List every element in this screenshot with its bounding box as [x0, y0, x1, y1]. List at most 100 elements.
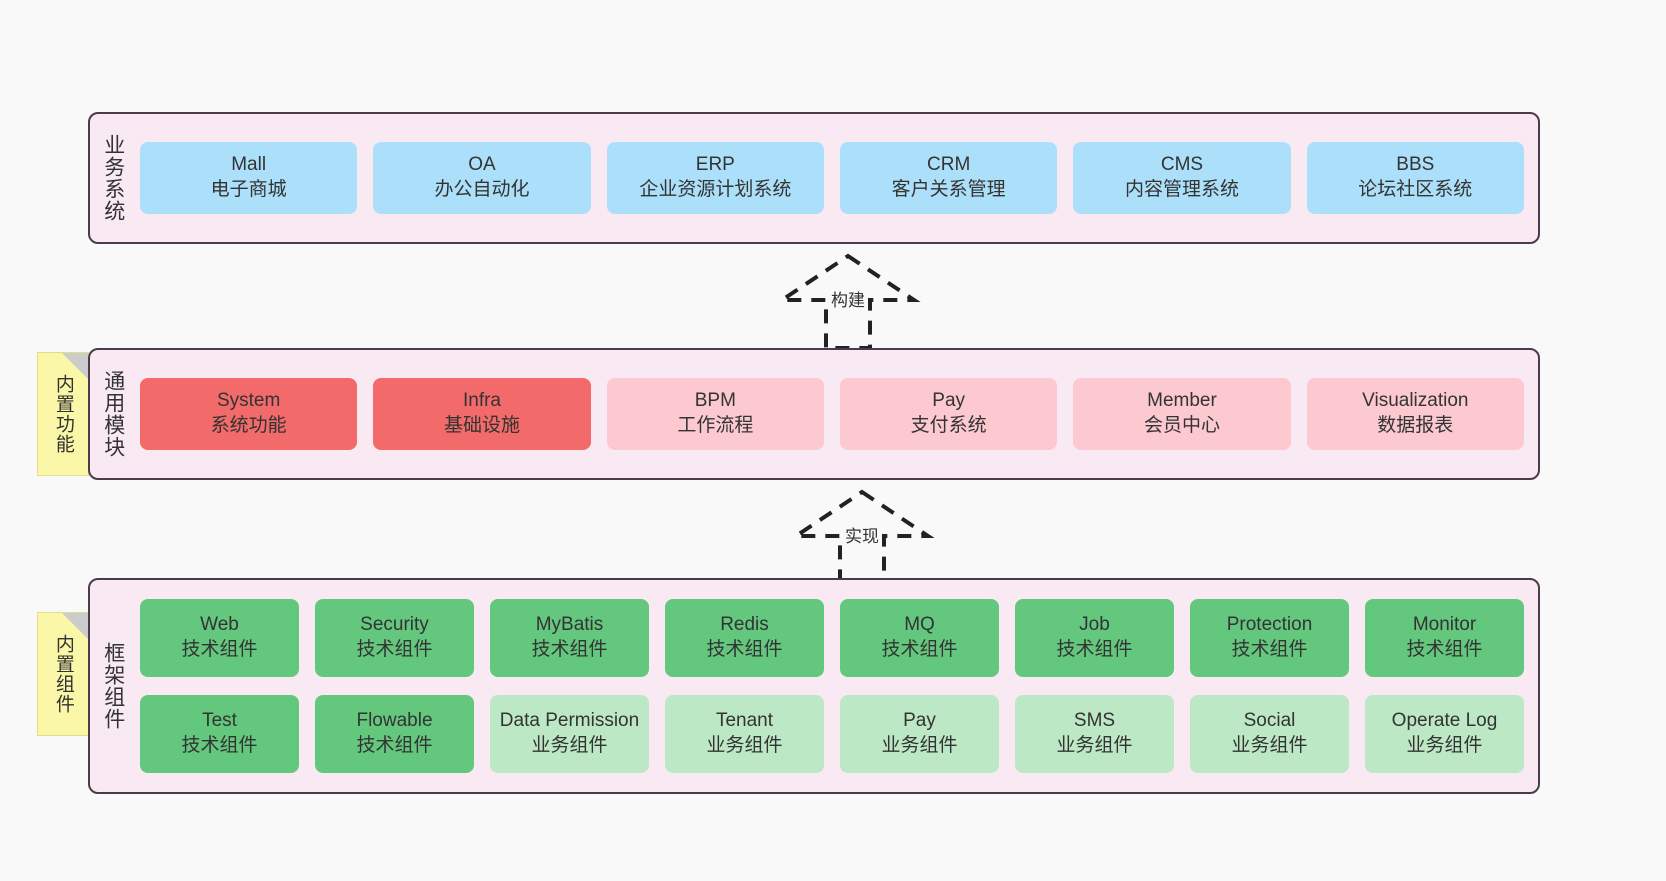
module-card-title: Member: [1147, 390, 1217, 412]
module-card-title: CRM: [927, 154, 971, 176]
module-card-title: ERP: [695, 154, 735, 176]
module-card-monitor[interactable]: Monitor 技术组件: [1365, 599, 1524, 677]
note-builtin-component: 内置组件: [37, 612, 89, 736]
layer-business-system-row: Mall 电子商城 OA 办公自动化 ERP 企业资源计划系统 CRM 客户关系…: [140, 142, 1524, 214]
module-card-crm[interactable]: CRM 客户关系管理: [839, 142, 1058, 214]
module-card-subtitle: 基础设施: [443, 415, 520, 436]
connector-realize-label: 实现: [845, 527, 879, 546]
module-card-social[interactable]: Social 业务组件: [1190, 695, 1349, 773]
module-card-operate-log[interactable]: Operate Log 业务组件: [1365, 695, 1524, 773]
module-card-flowable[interactable]: Flowable 技术组件: [315, 695, 474, 773]
module-card-subtitle: 办公自动化: [434, 179, 530, 200]
module-card-job[interactable]: Job 技术组件: [1015, 599, 1174, 677]
module-card-protection[interactable]: Protection 技术组件: [1190, 599, 1349, 677]
module-card-subtitle: 数据报表: [1377, 415, 1454, 436]
module-card-mybatis[interactable]: MyBatis 技术组件: [490, 599, 649, 677]
module-card-subtitle: 技术组件: [181, 639, 258, 660]
module-card-title: MQ: [904, 614, 935, 636]
module-card-pay-business[interactable]: Pay 业务组件: [840, 695, 999, 773]
module-card-bpm[interactable]: BPM 工作流程: [606, 378, 824, 450]
module-card-title: Redis: [720, 614, 769, 636]
connector-realize: 实现: [772, 488, 952, 588]
module-card-security[interactable]: Security 技术组件: [315, 599, 474, 677]
module-card-data-permission[interactable]: Data Permission 业务组件: [490, 695, 649, 773]
module-card-title: Web: [200, 614, 239, 636]
module-card-subtitle: 技术组件: [881, 639, 958, 660]
module-card-title: MyBatis: [535, 614, 604, 636]
module-card-system[interactable]: System 系统功能: [140, 378, 358, 450]
module-card-title: Flowable: [356, 710, 433, 732]
module-card-infra[interactable]: Infra 基础设施: [373, 378, 591, 450]
note-builtin-feature-label: 内置功能: [52, 374, 74, 454]
connector-build-label: 构建: [831, 291, 865, 310]
module-card-title: Visualization: [1362, 390, 1469, 412]
module-card-subtitle: 业务组件: [1231, 735, 1308, 756]
module-card-erp[interactable]: ERP 企业资源计划系统: [606, 142, 824, 214]
module-card-subtitle: 论坛社区系统: [1358, 179, 1473, 200]
module-card-subtitle: 内容管理系统: [1124, 179, 1239, 200]
module-card-title: Tenant: [715, 710, 774, 732]
module-card-redis[interactable]: Redis 技术组件: [665, 599, 824, 677]
note-builtin-feature: 内置功能: [37, 352, 89, 476]
module-card-subtitle: 技术组件: [1231, 639, 1308, 660]
module-card-title: Pay: [932, 390, 966, 412]
layer-framework-component-row-business: Test 技术组件 Flowable 技术组件 Data Permission …: [140, 695, 1524, 773]
layer-framework-component: 框架组件 Web 技术组件 Security 技术组件 MyBatis 技术组件…: [88, 578, 1540, 794]
module-card-title: Infra: [462, 390, 501, 412]
layer-framework-component-label: 框架组件: [101, 642, 125, 730]
module-card-subtitle: 企业资源计划系统: [639, 179, 792, 200]
layer-business-system-body: Mall 电子商城 OA 办公自动化 ERP 企业资源计划系统 CRM 客户关系…: [136, 114, 1538, 242]
module-card-subtitle: 客户关系管理: [891, 179, 1006, 200]
module-card-sms[interactable]: SMS 业务组件: [1015, 695, 1174, 773]
module-card-title: Mall: [231, 154, 267, 176]
layer-common-module-body: System 系统功能 Infra 基础设施 BPM 工作流程 Pay 支付系统…: [136, 350, 1538, 478]
module-card-title: Job: [1079, 614, 1110, 636]
module-card-title: Security: [360, 614, 429, 636]
module-card-title: Protection: [1226, 614, 1313, 636]
module-card-subtitle: 技术组件: [356, 735, 433, 756]
module-card-title: CMS: [1160, 154, 1204, 176]
module-card-subtitle: 业务组件: [531, 735, 608, 756]
module-card-title: Monitor: [1412, 614, 1477, 636]
module-card-oa[interactable]: OA 办公自动化: [373, 142, 591, 214]
layer-common-module-label: 通用模块: [101, 370, 125, 458]
module-card-subtitle: 技术组件: [531, 639, 608, 660]
note-fold-corner-icon: [62, 353, 88, 379]
module-card-title: BPM: [694, 390, 736, 412]
module-card-pay[interactable]: Pay 支付系统: [839, 378, 1058, 450]
module-card-subtitle: 业务组件: [706, 735, 783, 756]
note-fold-corner-icon: [62, 613, 88, 639]
layer-business-system: 业务系统 Mall 电子商城 OA 办公自动化 ERP 企业资源计划系统 CRM…: [88, 112, 1540, 244]
module-card-title: Pay: [903, 710, 936, 732]
module-card-cms[interactable]: CMS 内容管理系统: [1073, 142, 1291, 214]
module-card-subtitle: 业务组件: [881, 735, 958, 756]
module-card-web[interactable]: Web 技术组件: [140, 599, 299, 677]
module-card-subtitle: 技术组件: [356, 639, 433, 660]
module-card-title: SMS: [1073, 710, 1116, 732]
module-card-member[interactable]: Member 会员中心: [1073, 378, 1291, 450]
module-card-visualization[interactable]: Visualization 数据报表: [1306, 378, 1524, 450]
module-card-subtitle: 系统功能: [210, 415, 287, 436]
module-card-subtitle: 业务组件: [1056, 735, 1133, 756]
module-card-mq[interactable]: MQ 技术组件: [840, 599, 999, 677]
module-card-subtitle: 电子商城: [210, 179, 287, 200]
layer-common-module-row: System 系统功能 Infra 基础设施 BPM 工作流程 Pay 支付系统…: [140, 378, 1524, 450]
module-card-subtitle: 业务组件: [1406, 735, 1483, 756]
module-card-title: BBS: [1396, 154, 1435, 176]
module-card-title: System: [216, 390, 281, 412]
module-card-title: Operate Log: [1391, 710, 1498, 732]
connector-build: 构建: [758, 252, 938, 352]
note-builtin-component-label: 内置组件: [52, 634, 74, 714]
module-card-subtitle: 技术组件: [181, 735, 258, 756]
module-card-test[interactable]: Test 技术组件: [140, 695, 299, 773]
module-card-subtitle: 会员中心: [1143, 415, 1220, 436]
module-card-bbs[interactable]: BBS 论坛社区系统: [1306, 142, 1524, 214]
layer-common-module: 通用模块 System 系统功能 Infra 基础设施 BPM 工作流程 Pay…: [88, 348, 1540, 480]
layer-framework-component-row-tech: Web 技术组件 Security 技术组件 MyBatis 技术组件 Redi…: [140, 599, 1524, 677]
module-card-mall[interactable]: Mall 电子商城: [140, 142, 358, 214]
module-card-subtitle: 工作流程: [677, 415, 754, 436]
module-card-tenant[interactable]: Tenant 业务组件: [665, 695, 824, 773]
module-card-subtitle: 支付系统: [910, 415, 987, 436]
module-card-title: OA: [468, 154, 496, 176]
